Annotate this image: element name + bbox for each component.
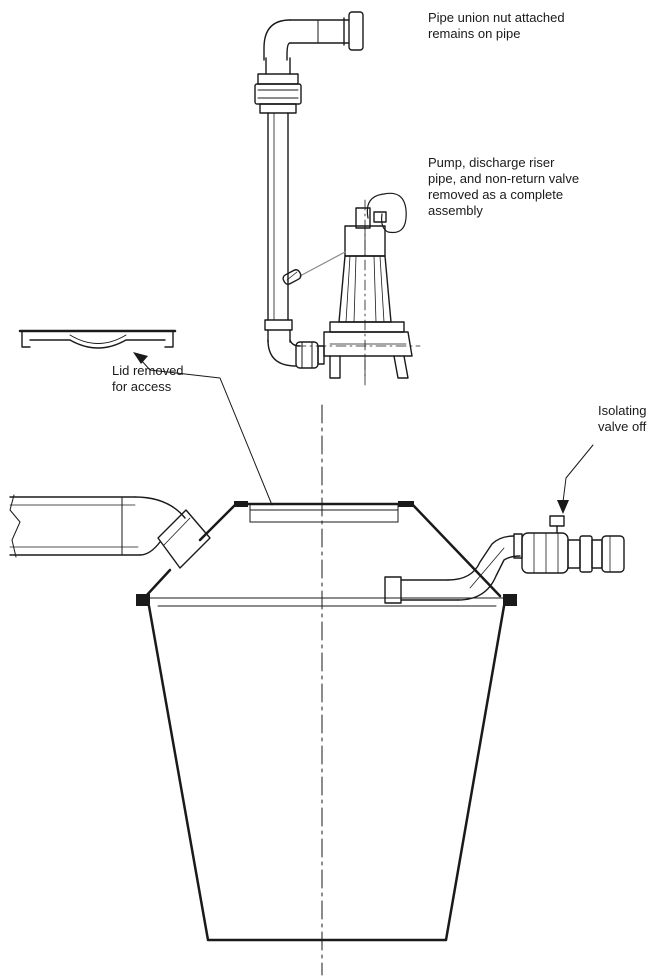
submersible-pump: [282, 193, 420, 385]
float-cable: [300, 252, 345, 276]
power-cable: [367, 193, 406, 232]
discharge-pipe: [385, 534, 522, 603]
pump-chamber: [136, 501, 517, 942]
chamber-lid: [20, 331, 175, 348]
pipe-union-label: Pipe union nut attached remains on pipe: [428, 10, 565, 41]
isolating-valve: [522, 516, 624, 573]
inlet-pipe: [10, 495, 210, 568]
lid-removed-label: Lid removed for access: [112, 363, 184, 394]
valve-leader: [557, 444, 594, 514]
riser-pipe-assembly: [255, 12, 363, 368]
union-nut: [258, 74, 298, 84]
lid-leader: [133, 352, 273, 506]
pump-assembly-label: Pump, discharge riser pipe, and non-retu…: [428, 155, 580, 218]
pipe-union-flange: [349, 12, 363, 50]
float-switch: [282, 268, 303, 285]
isolating-valve-label: Isolating valve off: [598, 403, 647, 434]
